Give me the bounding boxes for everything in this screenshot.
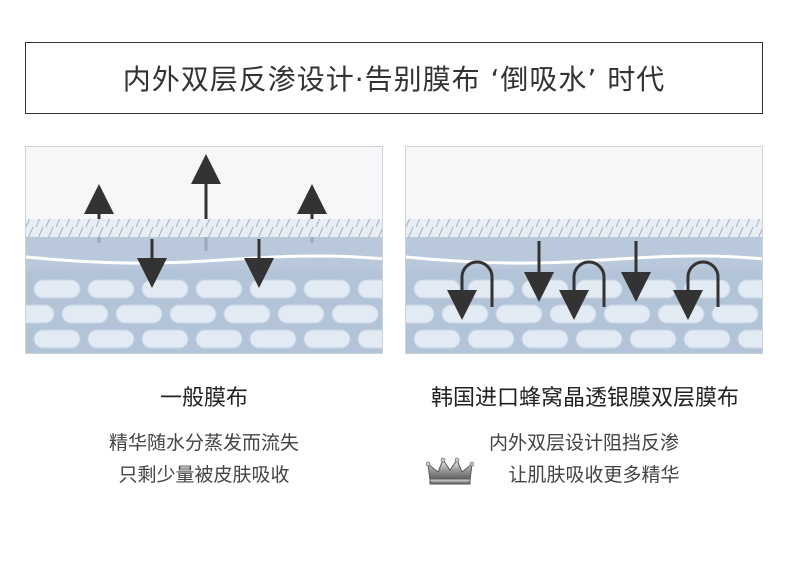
title-banner: 内外双层反渗设计·告别膜布 ‘倒吸水’ 时代 — [25, 42, 763, 114]
outer-mask-layer — [406, 219, 762, 237]
evaporation-arrows — [84, 154, 327, 219]
right-caption-title: 韩国进口蜂窝晶透银膜双层膜布 — [430, 386, 739, 411]
left-caption-title: 一般膜布 — [159, 386, 248, 411]
right-caption-line-1: 内外双层设计阻挡反渗 — [488, 432, 679, 454]
mask-layer — [26, 219, 382, 237]
skin-cells — [406, 279, 762, 349]
page-title: 内外双层反渗设计·告别膜布 ‘倒吸水’ 时代 — [122, 63, 666, 96]
diagram-ordinary-mask — [25, 146, 383, 354]
skin-cells — [26, 279, 382, 349]
right-caption-line-2: 让肌肤吸收更多精华 — [508, 464, 680, 486]
absorption-arrows — [524, 241, 651, 302]
left-caption-line-1: 精华随水分蒸发而流失 — [108, 432, 299, 454]
left-caption-line-2: 只剩少量被皮肤吸收 — [118, 464, 290, 486]
absorption-arrows — [137, 239, 274, 288]
reflux-arrows — [447, 260, 720, 320]
diagram-ordinary-svg — [26, 147, 382, 353]
diagram-double-layer-svg — [406, 147, 762, 353]
diagram-double-layer-mask — [405, 146, 763, 354]
crown-icon — [426, 457, 474, 485]
